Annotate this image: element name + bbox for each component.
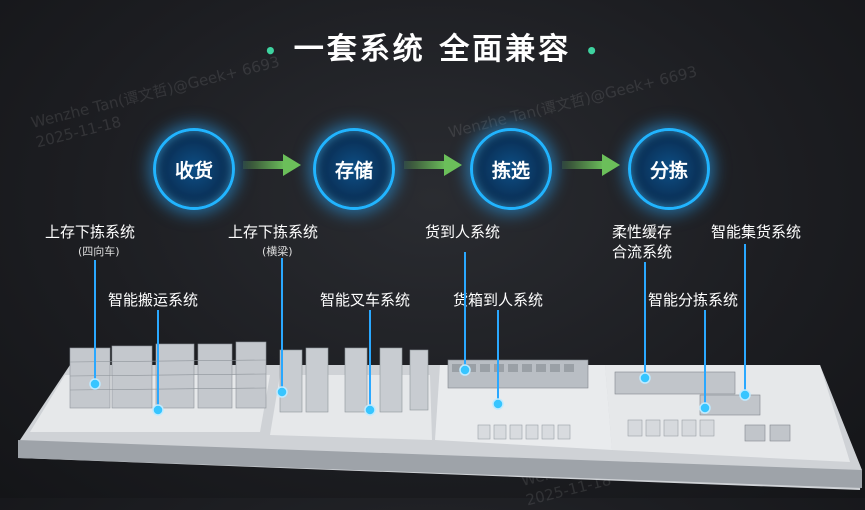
- system-label-consolidation: 智能集货系统: [711, 223, 802, 241]
- title-text: 一套系统 全面兼容: [293, 32, 572, 67]
- stage-picking: 拣选: [470, 128, 552, 210]
- system-label-agv: 智能搬运系统: [108, 291, 199, 309]
- flow-arrow-icon: [243, 154, 301, 176]
- system-label-tote-to-person: 货箱到人系统: [453, 291, 544, 309]
- flow-arrow-icon: [404, 154, 462, 176]
- system-label-goods-to-person: 货到人系统: [425, 223, 501, 241]
- system-label-upper-storage-4way: 上存下拣系统: [45, 223, 136, 241]
- system-label-forklift: 智能叉车系统: [320, 291, 411, 309]
- title-dot-left: •: [263, 38, 280, 63]
- system-sublabel-4way: (四向车): [78, 245, 120, 258]
- system-label-merge: 合流系统: [612, 243, 673, 261]
- stage-receiving: 收货: [153, 128, 235, 210]
- page-title: • 一套系统 全面兼容 •: [0, 24, 865, 68]
- system-label-flex-buffer: 柔性缓存: [612, 223, 673, 241]
- system-label-upper-storage-beam: 上存下拣系统: [228, 223, 319, 241]
- system-label-sorting: 智能分拣系统: [648, 291, 739, 309]
- title-dot-right: •: [585, 38, 602, 63]
- warehouse-illustration: [18, 244, 862, 490]
- flow-arrow-icon: [562, 154, 620, 176]
- stage-sorting: 分拣: [628, 128, 710, 210]
- stage-storage: 存储: [313, 128, 395, 210]
- system-sublabel-beam: (横梁): [262, 245, 293, 258]
